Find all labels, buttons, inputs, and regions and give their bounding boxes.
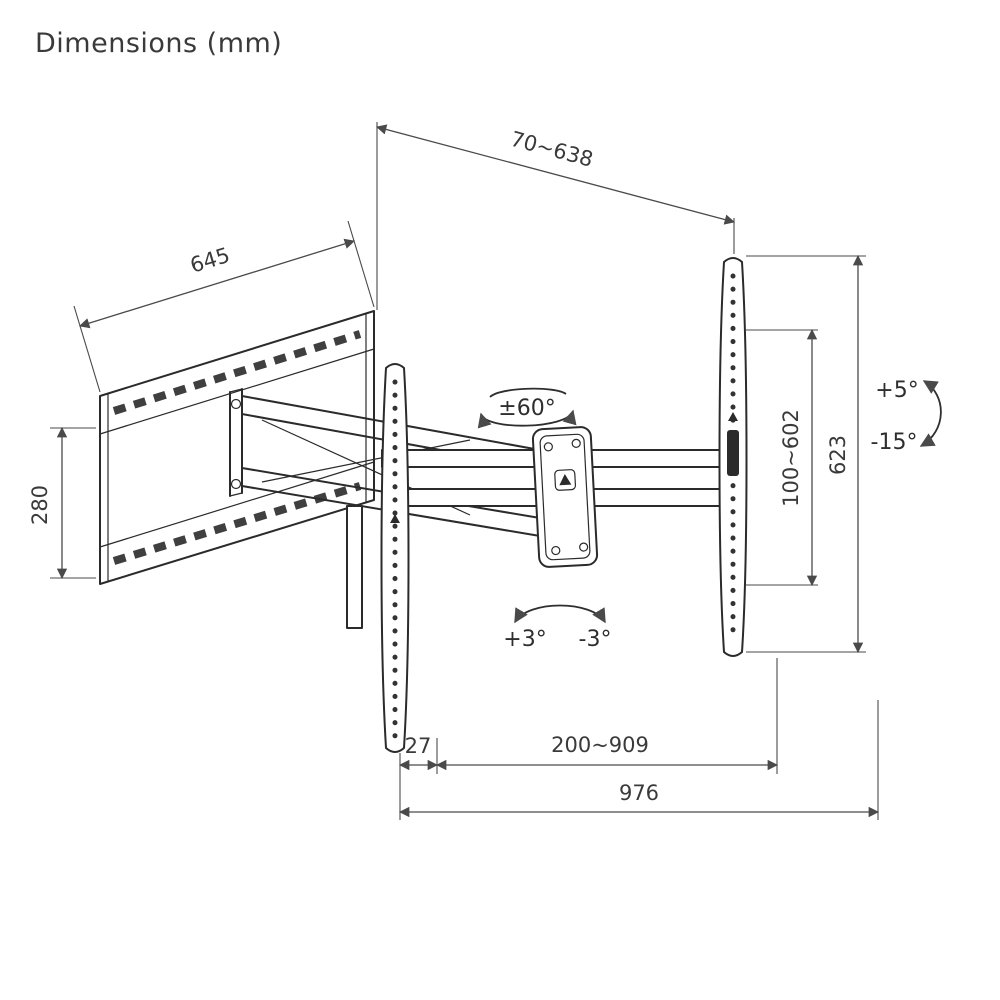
angle-label-swivel: ±60° <box>498 396 555 421</box>
angle-label-level-plus: +3° <box>503 627 546 652</box>
swivel-annotation: ±60° <box>477 387 577 429</box>
left-tv-rail <box>380 363 410 753</box>
dim-label-27: 27 <box>405 734 432 758</box>
dimension-bottom-row: 27 200~909 976 <box>398 658 880 820</box>
arm-pivot-screw <box>230 478 242 490</box>
angle-label-tilt-down: -15° <box>871 430 918 455</box>
arm-post <box>346 505 363 629</box>
vesa-screw <box>543 442 553 452</box>
vesa-plate <box>531 426 599 568</box>
dimension-bracket-height: 623 <box>746 254 866 654</box>
dimension-wall-plate-height: 280 <box>28 426 96 580</box>
vesa-screw <box>579 542 589 552</box>
wall-plate <box>99 310 375 585</box>
angle-label-level-minus: -3° <box>579 627 612 652</box>
dimension-vesa-hole-range: 100~602 <box>746 328 818 587</box>
vesa-arrow-icon <box>728 412 738 421</box>
dim-label-623: 623 <box>826 435 850 475</box>
dimension-extension-depth: 70~638 <box>375 122 736 310</box>
vesa-badge <box>554 469 577 491</box>
vesa-arrow-icon <box>559 473 572 486</box>
dimension-wall-plate-width: 645 <box>73 220 375 393</box>
level-annotation: +3° -3° <box>503 604 612 652</box>
vesa-arrow-icon <box>390 514 400 523</box>
dim-label-645: 645 <box>187 243 232 278</box>
dim-label-200-909: 200~909 <box>551 733 649 757</box>
wall-plate-bottom-slots <box>112 482 362 565</box>
page-title: Dimensions (mm) <box>35 28 283 59</box>
dim-label-100-602: 100~602 <box>779 409 803 507</box>
tilt-annotation: +5° -15° <box>871 378 942 455</box>
dim-label-280: 280 <box>28 485 52 525</box>
dim-label-976: 976 <box>619 781 659 805</box>
vesa-screw <box>571 438 581 448</box>
right-tv-rail <box>718 257 748 657</box>
wall-plate-top-slots <box>112 330 362 415</box>
arm-pivot-screw <box>230 398 242 410</box>
rail-spacer-block <box>727 430 739 476</box>
vesa-screw <box>551 545 561 556</box>
angle-label-tilt-up: +5° <box>875 378 918 403</box>
